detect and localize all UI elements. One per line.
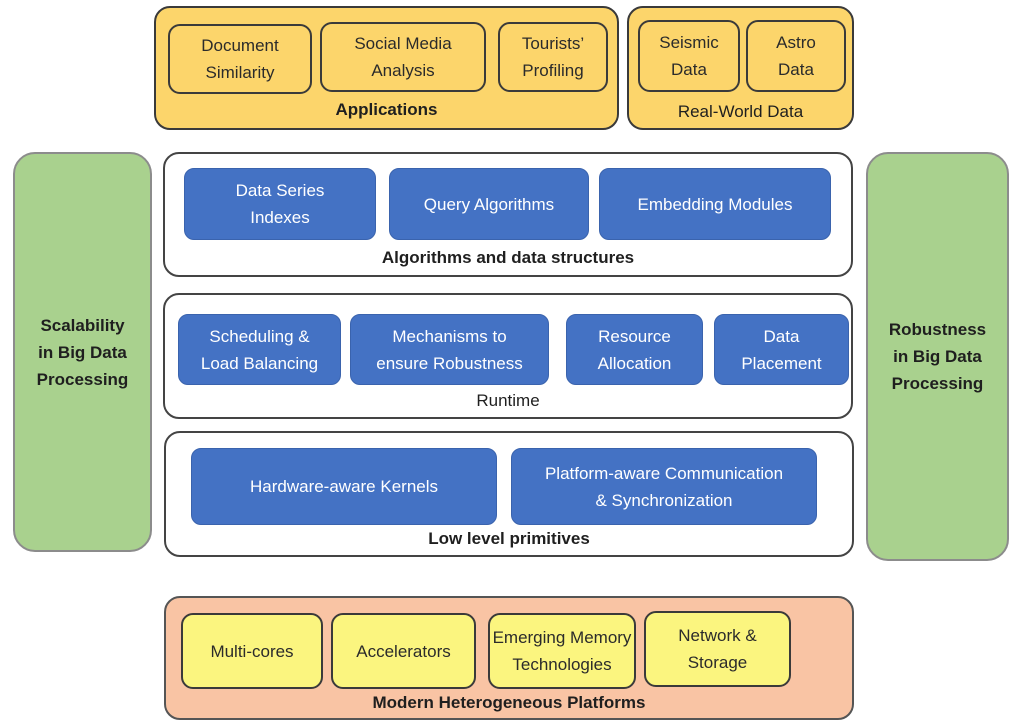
app-tourists-profiling: Tourists’ Profiling <box>498 22 608 92</box>
scalability-bar: Scalability in Big Data Processing <box>13 152 152 552</box>
module-embedding-modules: Embedding Modules <box>599 168 831 240</box>
real-world-data-group: Seismic Data Astro Data Real-World Data <box>627 6 854 130</box>
module-mechanisms-robustness: Mechanisms to ensure Robustness <box>350 314 549 385</box>
algorithms-title: Algorithms and data structures <box>381 248 635 267</box>
platform-network-storage: Network & Storage <box>644 611 791 687</box>
runtime-group: Scheduling & Load Balancing Mechanisms t… <box>163 293 853 419</box>
app-social-media-analysis: Social Media Analysis <box>320 22 486 92</box>
platforms-group: Multi-cores Accelerators Emerging Memory… <box>164 596 854 720</box>
module-data-series-indexes: Data Series Indexes <box>184 168 376 240</box>
platforms-title: Modern Heterogeneous Platforms <box>372 693 646 712</box>
data-seismic: Seismic Data <box>638 20 740 92</box>
algorithms-group: Data Series Indexes Query Algorithms Emb… <box>163 152 853 277</box>
runtime-title: Runtime <box>476 391 540 410</box>
low-level-group: Hardware-aware Kernels Platform-aware Co… <box>164 431 854 557</box>
applications-title: Applications <box>335 100 438 119</box>
robustness-bar: Robustness in Big Data Processing <box>866 152 1009 561</box>
data-astro: Astro Data <box>746 20 846 92</box>
low-level-title: Low level primitives <box>428 529 590 548</box>
module-data-placement: Data Placement <box>714 314 849 385</box>
platform-multi-cores: Multi-cores <box>181 613 323 689</box>
platform-accelerators: Accelerators <box>331 613 476 689</box>
module-platform-aware-communication: Platform-aware Communication & Synchroni… <box>511 448 817 525</box>
module-resource-allocation: Resource Allocation <box>566 314 703 385</box>
module-hardware-aware-kernels: Hardware-aware Kernels <box>191 448 497 525</box>
module-query-algorithms: Query Algorithms <box>389 168 589 240</box>
module-scheduling-load-balancing: Scheduling & Load Balancing <box>178 314 341 385</box>
app-document-similarity: Document Similarity <box>168 24 312 94</box>
applications-group: Document Similarity Social Media Analysi… <box>154 6 619 130</box>
platform-emerging-memory: Emerging Memory Technologies <box>488 613 636 689</box>
real-world-data-title: Real-World Data <box>677 102 804 121</box>
